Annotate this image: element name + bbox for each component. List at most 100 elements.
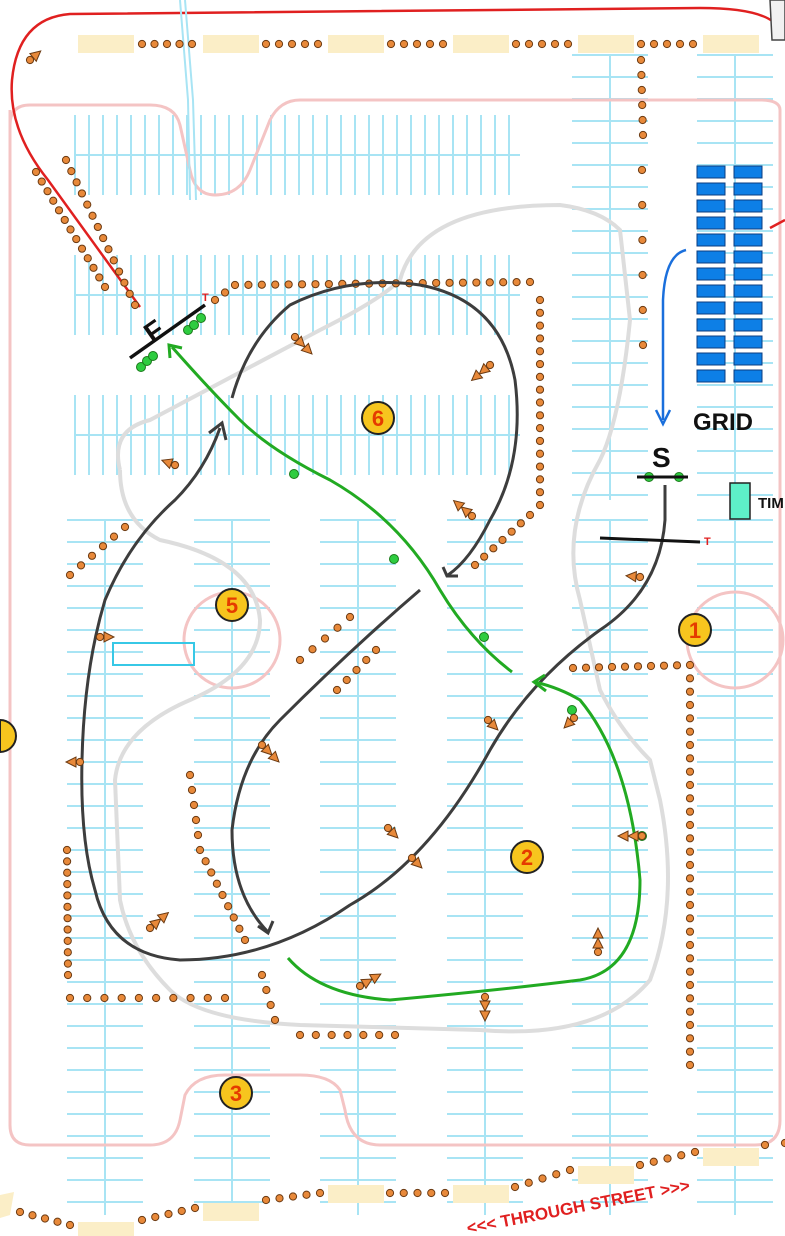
cone	[649, 39, 659, 49]
cone	[164, 1209, 173, 1219]
cone	[524, 1178, 533, 1187]
grid-car-slot	[733, 199, 763, 213]
cone	[287, 39, 297, 49]
cone	[63, 959, 73, 968]
cone	[385, 1188, 395, 1198]
grid-car-slot	[733, 335, 763, 349]
cone	[98, 542, 108, 551]
cone	[507, 527, 516, 536]
green-marker	[289, 469, 299, 479]
cone	[685, 687, 695, 696]
placeholder-block	[203, 35, 259, 53]
grid-car-slot	[696, 318, 726, 332]
cone	[607, 662, 617, 672]
cone	[99, 233, 108, 243]
cone	[633, 662, 643, 671]
cone	[685, 980, 695, 990]
cone	[191, 815, 201, 825]
cone	[308, 645, 317, 654]
cone	[218, 890, 227, 900]
cone	[386, 39, 396, 49]
grid-car-slot	[696, 233, 726, 247]
pointer-cone	[355, 973, 382, 991]
cone	[636, 55, 646, 65]
green-marker	[389, 554, 399, 564]
cone	[568, 663, 578, 673]
cone	[685, 727, 695, 736]
cone	[224, 902, 233, 911]
cone	[685, 887, 695, 896]
cone	[63, 925, 72, 934]
cone	[76, 561, 86, 570]
cone	[83, 200, 92, 209]
cone	[235, 924, 244, 933]
cone	[685, 754, 695, 763]
cone	[104, 245, 113, 254]
green-marker	[189, 320, 199, 330]
cone	[512, 278, 521, 287]
placeholder-block	[703, 1148, 759, 1166]
cone	[220, 288, 230, 297]
green-marker	[136, 362, 146, 372]
placeholder-block	[328, 35, 384, 53]
faint-gray-outline	[112, 202, 670, 1034]
pointer-cone	[257, 740, 280, 763]
cone	[187, 785, 197, 795]
cone	[690, 1147, 700, 1157]
cone	[311, 1030, 320, 1040]
cone	[63, 868, 72, 877]
cone	[552, 1170, 561, 1179]
station-3-number: 3	[230, 1081, 242, 1106]
cone	[134, 993, 143, 1003]
cone	[120, 278, 129, 287]
cone	[60, 215, 69, 225]
pointer-cone	[95, 631, 116, 643]
cone	[685, 1034, 695, 1043]
cone	[445, 278, 454, 287]
station-1-badge: 1	[678, 613, 712, 647]
pointer-cone	[624, 570, 645, 583]
cone	[685, 1060, 695, 1070]
grid-car-slot	[733, 369, 763, 383]
cone	[685, 700, 695, 710]
cone	[137, 1215, 147, 1225]
cone	[685, 954, 695, 963]
cone	[581, 663, 591, 672]
cone	[535, 436, 545, 446]
cone	[120, 522, 130, 532]
grid-car-slot	[696, 352, 726, 366]
cone	[63, 948, 72, 957]
cone	[302, 1190, 311, 1199]
placeholder-block	[0, 1192, 14, 1218]
cone	[535, 462, 545, 471]
cone	[333, 623, 342, 632]
grid-car-slot	[733, 301, 763, 315]
parking-lot-lines	[67, 54, 773, 1215]
timer-box	[729, 482, 751, 520]
cone	[297, 280, 307, 289]
cone	[352, 665, 361, 675]
pointer-cone	[160, 458, 180, 470]
cone	[220, 993, 230, 1003]
cone	[362, 655, 371, 665]
cone	[638, 115, 647, 125]
cyan-box	[112, 642, 195, 666]
placeholder-block	[203, 1203, 259, 1221]
cone	[685, 767, 695, 776]
station-1-number: 1	[689, 618, 701, 643]
cone	[125, 289, 134, 298]
cone	[535, 475, 545, 484]
cone	[65, 570, 75, 580]
cone	[470, 560, 480, 570]
cone	[438, 39, 448, 49]
cone	[685, 900, 695, 910]
cone	[43, 187, 52, 196]
cone	[535, 347, 545, 356]
cone	[685, 794, 695, 803]
cone	[270, 1015, 280, 1025]
cone	[685, 860, 695, 870]
access-lane-lines	[179, 0, 197, 201]
station-6-number: 6	[372, 406, 384, 431]
cone	[190, 1203, 200, 1213]
grid-car-slot	[696, 335, 726, 349]
